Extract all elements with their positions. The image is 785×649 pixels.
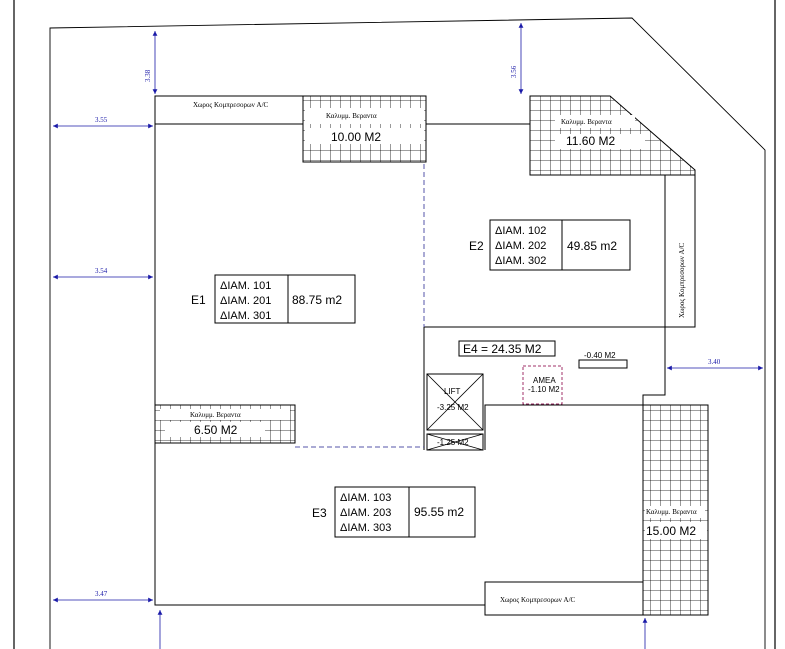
unit-e1-label: E1 (191, 293, 206, 307)
amea-area (522, 365, 563, 405)
veranda-1-title: Καλυμμ. Βεραντα (326, 112, 377, 120)
compressor-label-right: Χωρος Κομπρεσορων A/C (678, 242, 686, 318)
unit-e3-table (334, 486, 476, 538)
small-void-box (578, 359, 628, 369)
common-area-box (458, 340, 556, 357)
plot-boundary (49, 17, 766, 649)
dim-top-mid: 3.56 (510, 65, 518, 78)
unit-e3-label: E3 (312, 506, 327, 520)
compressor-area-bottom (484, 581, 644, 616)
dim-left-3: 3.47 (95, 590, 108, 598)
small-void-label: -0.40 M2 (584, 351, 616, 360)
veranda-2-title: Καλυμμ. Βεραντα (561, 118, 612, 126)
unit-e2-area: 49.85 m2 (567, 239, 617, 253)
veranda-2-area: 11.60 M2 (566, 134, 615, 148)
unit-e3-apt-1: ΔΙΑΜ. 103 (340, 492, 391, 504)
amea-area-text: -1.10 M2 (528, 385, 560, 394)
unit-e2-label: E2 (469, 239, 484, 253)
unit-e1-table (214, 274, 356, 324)
compressor-label-top: Χωρος Κομπρεσορων A/C (193, 101, 269, 109)
unit-e1-apt-3: ΔΙΑΜ. 301 (220, 310, 271, 322)
unit-e2-table (489, 219, 631, 271)
unit-e2-apt-3: ΔΙΑΜ. 302 (495, 255, 546, 267)
lift-pit-area: -1.25 M2 (437, 438, 469, 447)
unit-e1-apt-2: ΔΙΑΜ. 201 (220, 295, 271, 307)
dim-top-left: 3.38 (144, 69, 152, 82)
veranda-3-title: Καλυμμ. Βεραντα (190, 411, 241, 419)
veranda-4-area: 15.00 M2 (646, 524, 696, 538)
common-area-label: E4 = 24.35 M2 (463, 342, 542, 356)
unit-e2-apt-1: ΔΙΑΜ. 102 (495, 225, 546, 237)
unit-e1-apt-1: ΔΙΑΜ. 101 (220, 280, 271, 292)
lift-label: LIFT (444, 387, 461, 396)
unit-e3-area: 95.55 m2 (414, 505, 464, 519)
compressor-area-top (154, 95, 304, 125)
dim-left-1: 3.55 (95, 116, 108, 124)
compressor-area-right (664, 174, 696, 328)
veranda-3-area: 6.50 M2 (194, 423, 238, 437)
unit-e1-area: 88.75 m2 (292, 293, 342, 307)
amea-label: AMEA (533, 376, 556, 385)
veranda-1-area: 10.00 M2 (331, 130, 381, 144)
unit-e2-apt-2: ΔΙΑΜ. 202 (495, 240, 546, 252)
core-bottom-wall (484, 404, 643, 450)
building-left-bottom-wall (154, 124, 643, 606)
lift-area: -3.25 M2 (437, 403, 469, 412)
veranda-4-title: Καλυμμ. Βεραντα (646, 508, 697, 516)
dim-left-2: 3.54 (95, 267, 108, 275)
unit-e3-apt-3: ΔΙΑΜ. 303 (340, 522, 391, 534)
compressor-label-bottom: Χωρος Κομπρεσορων A/C (500, 596, 576, 604)
unit-e3-apt-2: ΔΙΑΜ. 203 (340, 507, 391, 519)
dim-right-1: 3.40 (708, 358, 721, 366)
